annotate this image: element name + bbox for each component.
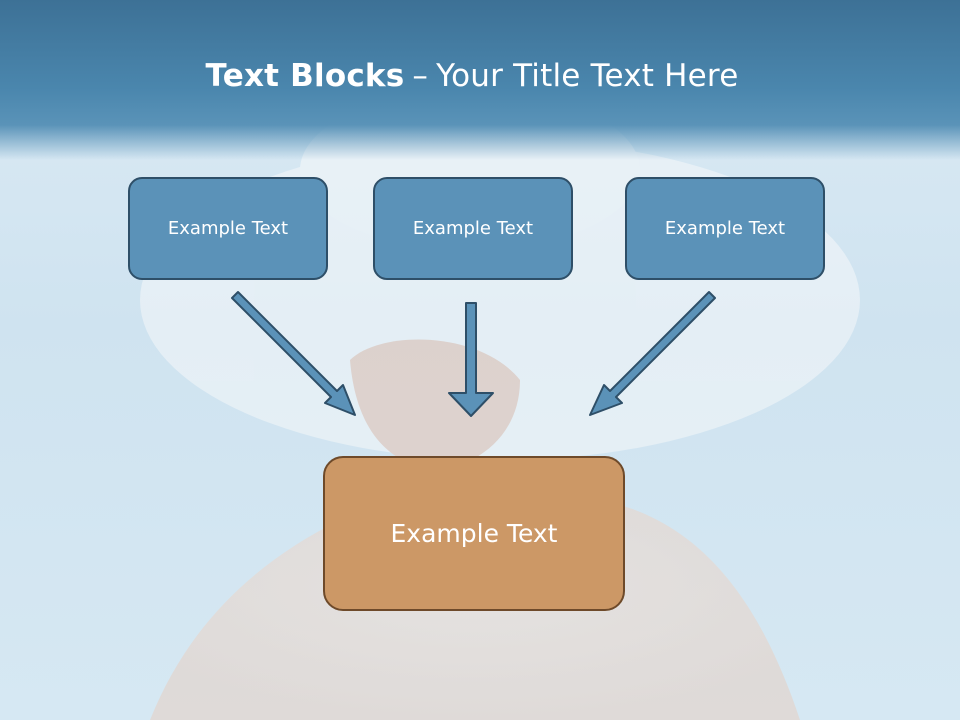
arrow-right <box>589 291 716 416</box>
slide-title: Text Blocks–Your Title Text Here <box>0 52 944 100</box>
title-rest-text: Your Title Text Here <box>436 58 739 94</box>
text-block-right-label: Example Text <box>664 218 786 239</box>
text-block-main[interactable]: Example Text <box>323 456 625 611</box>
title-bold-text: Text Blocks <box>205 58 405 94</box>
text-block-left[interactable]: Example Text <box>128 177 328 280</box>
text-block-center-label: Example Text <box>412 218 534 239</box>
text-block-main-label: Example Text <box>390 519 558 548</box>
text-block-right[interactable]: Example Text <box>625 177 825 280</box>
arrow-center <box>448 302 494 417</box>
text-block-left-label: Example Text <box>167 218 289 239</box>
text-block-center[interactable]: Example Text <box>373 177 573 280</box>
title-band <box>0 0 960 160</box>
arrow-left <box>231 291 356 416</box>
title-dash: – <box>412 58 429 94</box>
